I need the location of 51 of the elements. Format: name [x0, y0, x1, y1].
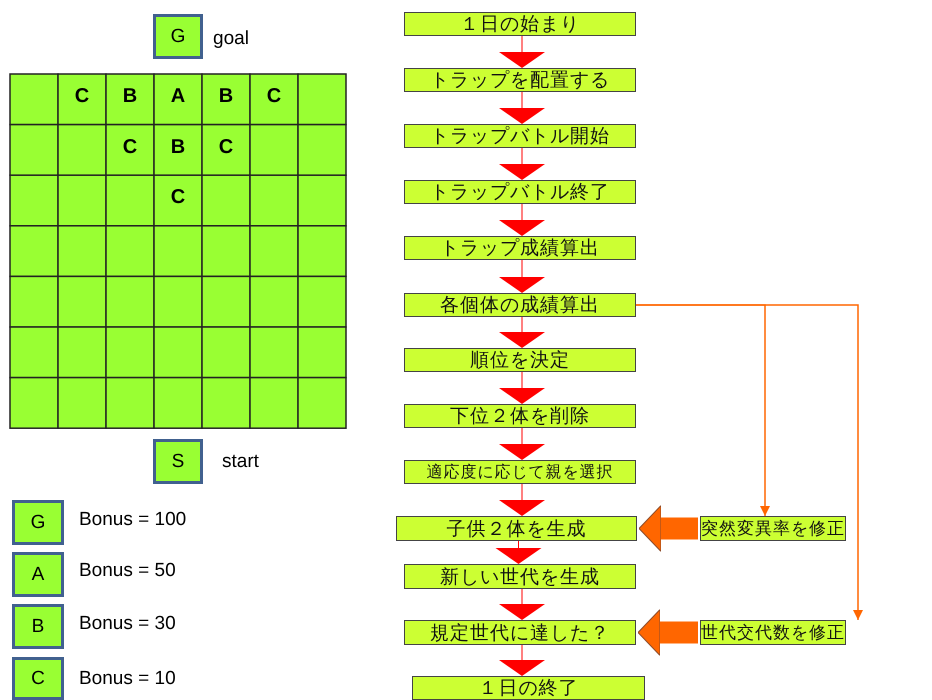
node-caption: Bonus = 30: [79, 613, 176, 635]
triangle-arrow: [499, 428, 545, 460]
triangle-arrow: [499, 316, 545, 348]
process-box: トラップバトル開始: [404, 124, 636, 148]
triangle-arrow: [499, 644, 545, 676]
letter-tile: C: [12, 657, 64, 700]
grid-letter: C: [170, 186, 186, 210]
triangle-arrow: [499, 260, 545, 293]
letter-tile: S: [153, 439, 203, 484]
letter-tile: G: [153, 14, 203, 59]
block-arrow: [638, 505, 698, 552]
triangle-arrow: [496, 540, 542, 564]
process-box: 規定世代に達した？: [404, 620, 636, 645]
node-caption: Bonus = 100: [79, 509, 186, 531]
process-box: 適応度に応じて親を選択: [404, 460, 636, 484]
grid-letter: B: [170, 136, 186, 159]
grid-letter: C: [122, 136, 138, 159]
process-box: 世代交代数を修正: [700, 620, 846, 645]
grid-letter: B: [218, 85, 234, 108]
triangle-arrow: [499, 36, 545, 68]
process-box: 子供２体を生成: [396, 516, 637, 541]
process-box: トラップを配置する: [404, 68, 636, 92]
arrow: [636, 304, 863, 620]
process-box: 突然変異率を修正: [700, 516, 846, 541]
triangle-arrow: [499, 372, 545, 404]
grid-letter: B: [122, 85, 138, 108]
process-box: トラップバトル終了: [404, 180, 636, 204]
triangle-arrow: [499, 484, 545, 516]
process-box: 新しい世代を生成: [404, 564, 636, 589]
triangle-arrow: [499, 148, 545, 180]
process-box: １日の終了: [412, 676, 645, 700]
letter-tile: B: [12, 604, 64, 649]
process-box: トラップ成績算出: [404, 236, 636, 260]
triangle-arrow: [499, 92, 545, 124]
grid-letter: C: [74, 85, 90, 108]
process-box: 下位２体を削除: [404, 404, 636, 428]
process-box: １日の始まり: [404, 12, 636, 36]
triangle-arrow: [499, 204, 545, 236]
process-box: 順位を決定: [404, 348, 636, 372]
letter-tile: G: [12, 500, 64, 545]
triangle-arrow: [499, 588, 545, 620]
node-caption: Bonus = 10: [79, 668, 176, 690]
node-caption: Bonus = 50: [79, 560, 176, 582]
node-caption: goal: [213, 28, 249, 50]
grid-letter: C: [266, 85, 282, 108]
block-arrow: [638, 609, 698, 656]
node-caption: start: [222, 451, 259, 473]
grid-letter: A: [170, 85, 186, 108]
grid-letter: C: [218, 136, 234, 159]
letter-tile: A: [12, 552, 64, 597]
process-box: 各個体の成績算出: [404, 293, 636, 317]
